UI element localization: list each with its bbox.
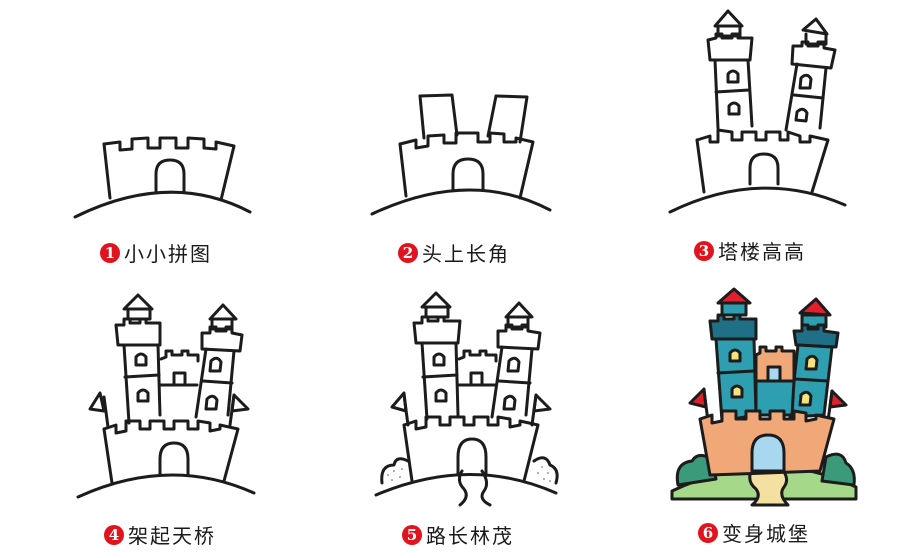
step-4-caption: 4 架起天桥: [104, 520, 216, 549]
step-5-panel: [360, 285, 580, 507]
step-2-panel: [360, 90, 560, 230]
step-number-badge: 2: [398, 242, 418, 263]
step-label: 小小拼图: [124, 242, 212, 266]
castle-road-forest-drawing: [374, 291, 559, 507]
step-1-caption: 1 小小拼图: [100, 238, 212, 267]
step-4-panel: [60, 285, 290, 505]
step-label: 变身城堡: [722, 522, 810, 546]
step-2-caption: 2 头上长角: [398, 238, 510, 267]
step-5-caption: 5 路长林茂: [402, 520, 514, 549]
step-1-panel: [60, 120, 280, 230]
step-label: 头上长角: [422, 242, 510, 266]
step-number-badge: 1: [100, 242, 120, 263]
step-6-caption: 6 变身城堡: [698, 518, 810, 547]
step-number-badge: 6: [698, 522, 718, 543]
colored-castle-drawing: [670, 287, 858, 507]
step-number-badge: 4: [104, 524, 124, 545]
castle-wall-drawing: [73, 136, 252, 219]
step-3-panel: [660, 0, 890, 230]
step-number-badge: 3: [694, 240, 714, 261]
castle-with-towers-drawing: [370, 93, 552, 216]
castle-tall-towers-drawing: [668, 9, 847, 214]
step-label: 路长林茂: [426, 524, 514, 548]
step-6-panel: [660, 285, 890, 507]
step-number-badge: 5: [402, 524, 422, 545]
step-3-caption: 3 塔楼高高: [694, 236, 806, 265]
castle-bridge-drawing: [76, 293, 256, 499]
step-label: 架起天桥: [128, 524, 216, 548]
step-label: 塔楼高高: [718, 240, 806, 264]
